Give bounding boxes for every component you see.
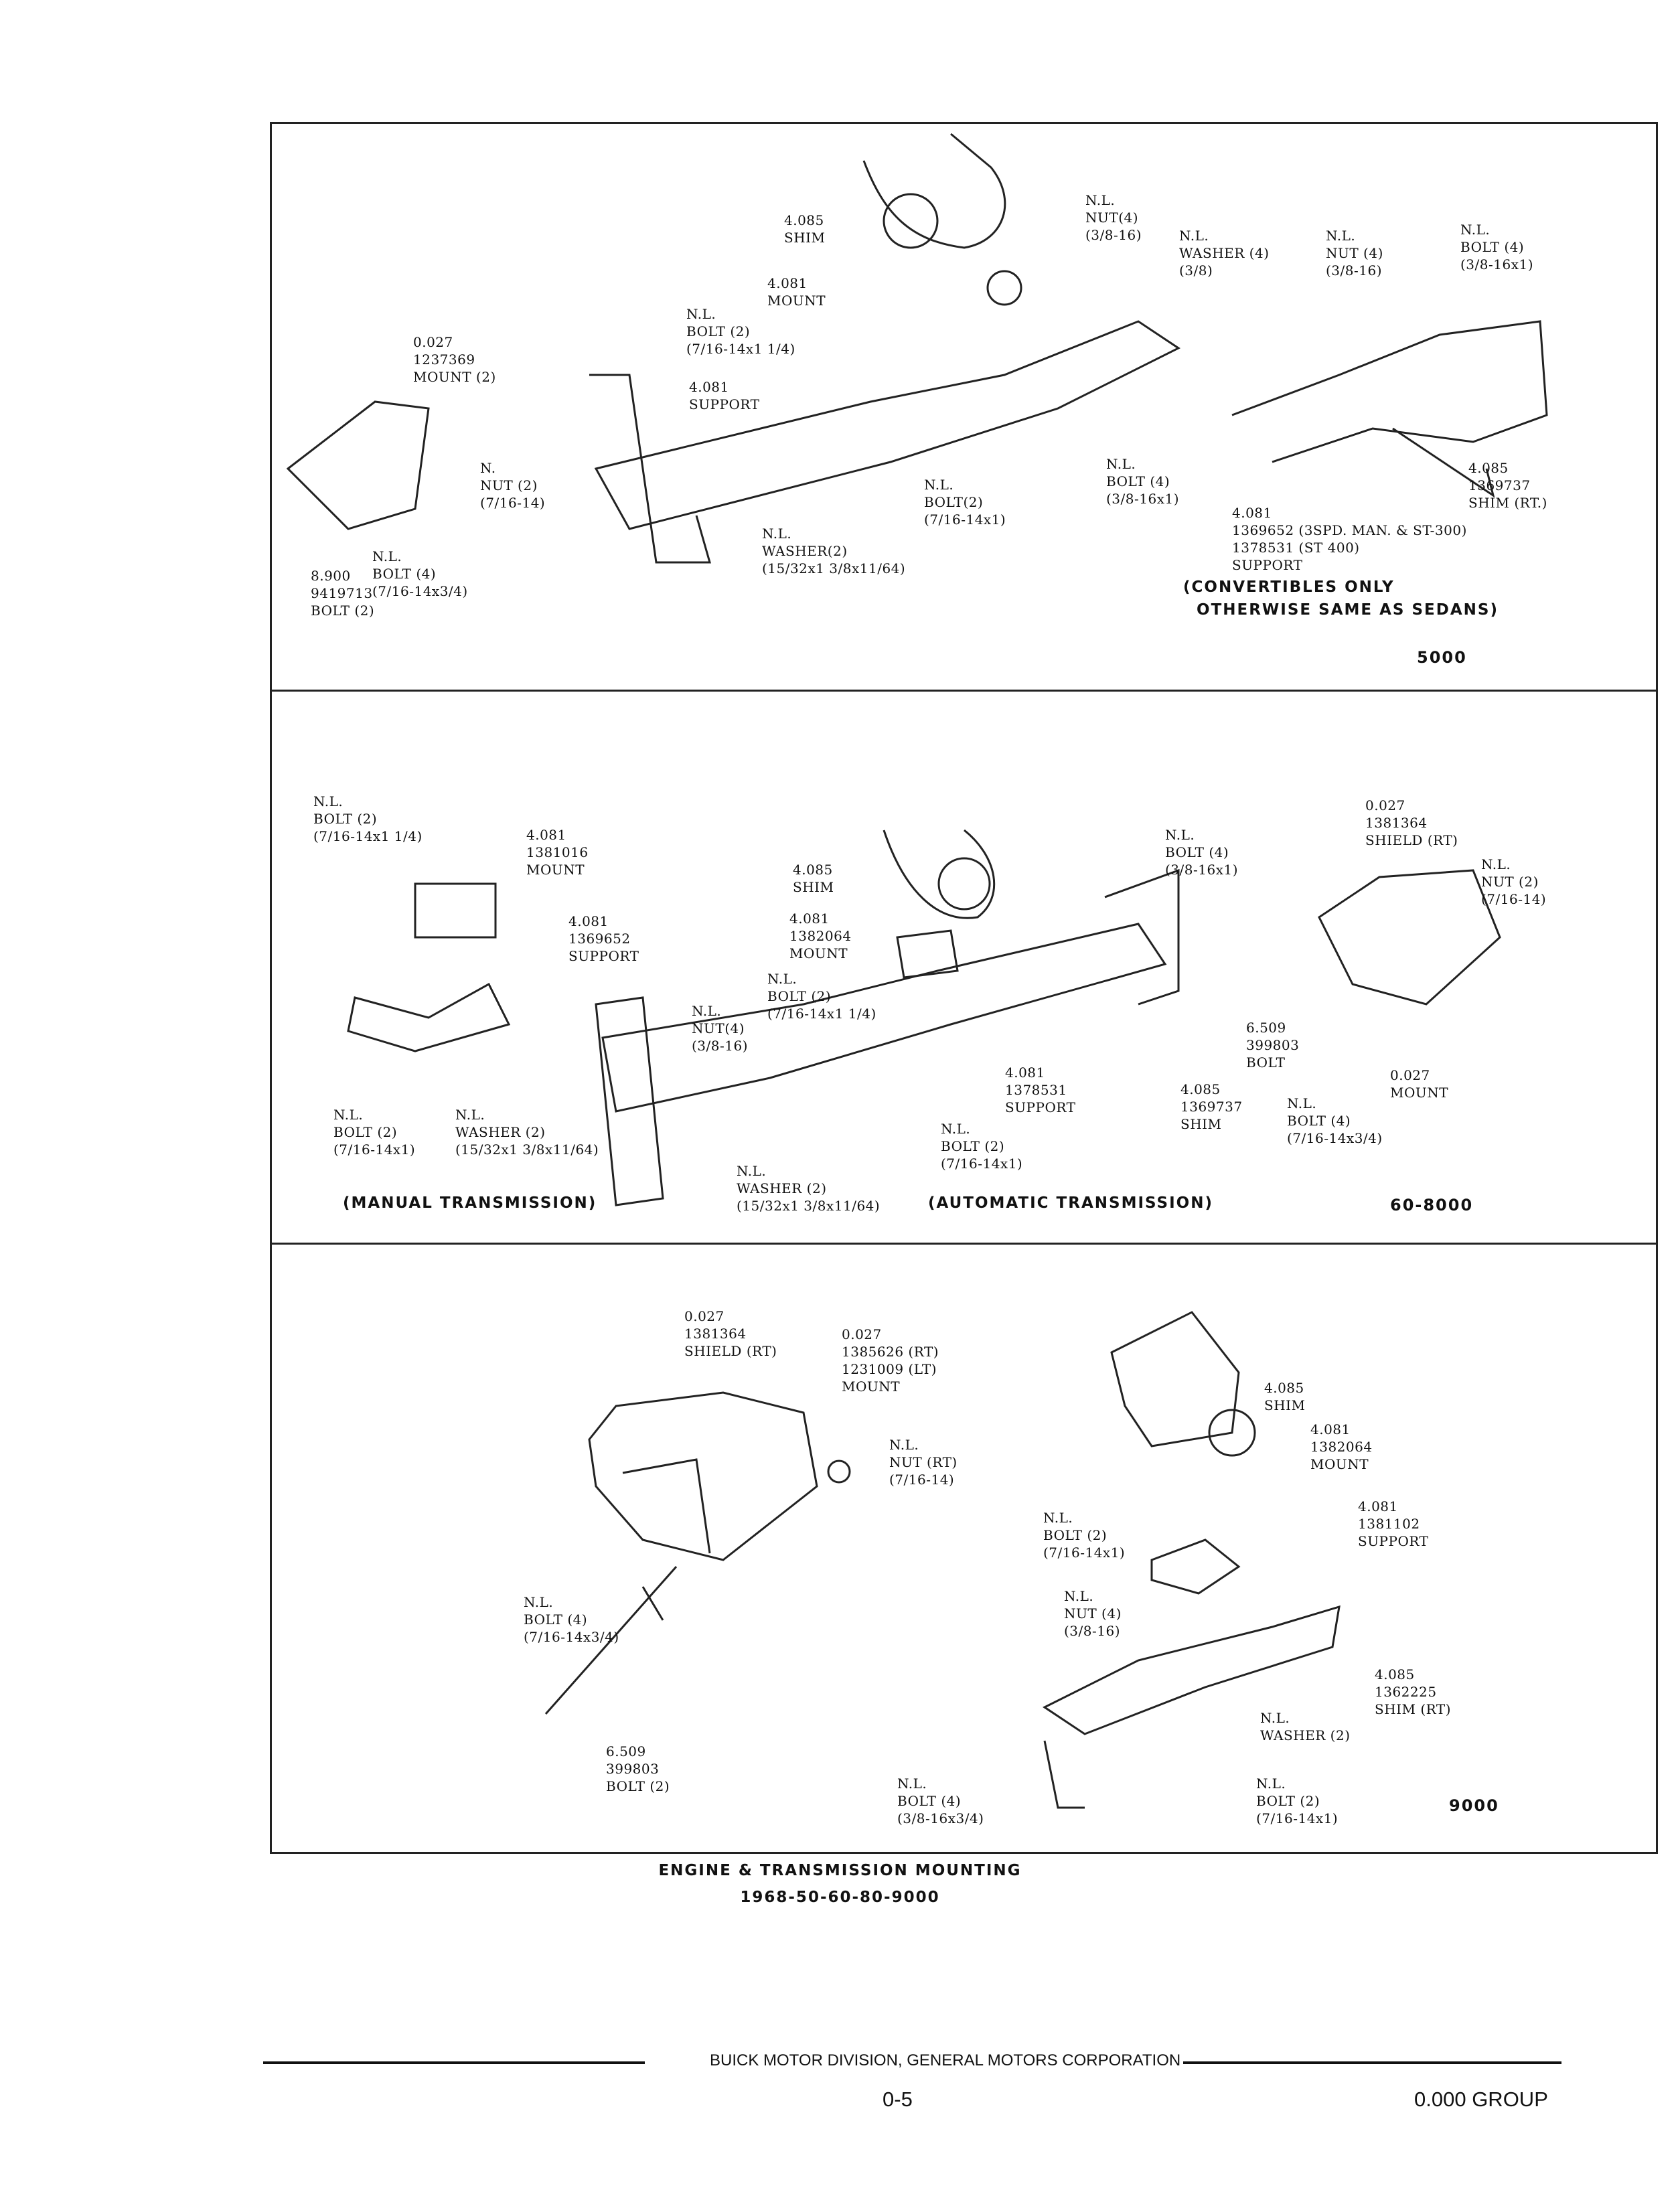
panel-9000-mount-drawing xyxy=(544,1311,1341,1809)
model-code-9000: 9000 xyxy=(1449,1796,1499,1815)
part-callout: N.L. BOLT (4) (7/16-14x3/4) xyxy=(524,1594,619,1645)
panel-divider xyxy=(270,690,1658,692)
part-callout: 6.509 399803 BOLT xyxy=(1246,1020,1300,1071)
part-callout: 4.081 MOUNT xyxy=(767,275,826,309)
footer-rule-left xyxy=(263,2061,645,2064)
part-callout: 6.509 399803 BOLT (2) xyxy=(606,1743,670,1794)
part-callout: 8.900 9419713 BOLT (2) xyxy=(311,568,375,619)
part-callout: N.L. WASHER (2) (15/32x1 3/8x11/64) xyxy=(455,1107,599,1158)
part-callout: N.L. BOLT (4) (7/16-14x3/4) xyxy=(372,548,468,599)
part-callout: N.L. BOLT (2) (7/16-14x1 1/4) xyxy=(767,971,876,1022)
part-callout: 0.027 MOUNT xyxy=(1390,1067,1449,1101)
part-callout: 4.085 1369737 SHIM xyxy=(1180,1081,1243,1132)
part-callout: 4.081 SUPPORT xyxy=(689,379,760,412)
part-callout: N.L. BOLT (2) (7/16-14x1) xyxy=(1256,1776,1339,1826)
page-number: 0-5 xyxy=(883,2088,913,2111)
part-callout: N.L. BOLT (4) (3/8-16x3/4) xyxy=(897,1776,984,1826)
group-number: 0.000 GROUP xyxy=(1414,2088,1548,2111)
part-callout: 4.085 SHIM xyxy=(784,212,826,246)
part-callout: N.L. BOLT (4) (3/8-16x1) xyxy=(1106,456,1180,507)
part-callout: 0.027 1237369 MOUNT (2) xyxy=(413,334,496,385)
part-callout: N.L. BOLT (4) (3/8-16x1) xyxy=(1460,222,1534,272)
footer-rule-right xyxy=(1183,2061,1561,2064)
part-callout: N.L. NUT(4) (3/8-16) xyxy=(692,1003,748,1054)
part-callout: N.L. NUT (RT) (7/16-14) xyxy=(889,1437,958,1488)
part-callout: 4.085 1362225 SHIM (RT) xyxy=(1375,1666,1452,1717)
part-callout: 4.081 1369652 (3SPD. MAN. & ST-300) 1378… xyxy=(1232,505,1467,573)
part-callout: N.L. BOLT (2) (7/16-14x1) xyxy=(1043,1510,1126,1561)
model-code-5000: 5000 xyxy=(1417,648,1467,667)
automatic-transmission-label: (AUTOMATIC TRANSMISSION) xyxy=(928,1194,1213,1212)
part-callout: N.L. BOLT (2) (7/16-14x1 1/4) xyxy=(313,793,423,844)
part-callout: 4.081 1381016 MOUNT xyxy=(526,827,589,878)
part-callout: N.L. BOLT (2) (7/16-14x1) xyxy=(941,1121,1023,1172)
figure-title: ENGINE & TRANSMISSION MOUNTING xyxy=(658,1862,1022,1879)
part-callout: 0.027 1381364 SHIELD (RT) xyxy=(1365,797,1458,848)
part-callout: N.L. BOLT (4) (7/16-14x3/4) xyxy=(1287,1095,1383,1146)
part-callout: N.L. NUT(4) (3/8-16) xyxy=(1085,192,1142,243)
part-callout: N.L. WASHER (4) (3/8) xyxy=(1179,228,1270,279)
model-code-60-8000: 60-8000 xyxy=(1390,1196,1474,1214)
part-callout: 0.027 1385626 (RT) 1231009 (LT) MOUNT xyxy=(842,1326,939,1395)
part-callout: N.L. NUT (4) (3/8-16) xyxy=(1326,228,1383,279)
part-callout: N.L. BOLT (2) (7/16-14x1) xyxy=(333,1107,416,1158)
convertibles-note: (CONVERTIBLES ONLY OTHERWISE SAME AS SED… xyxy=(1183,578,1499,619)
part-callout: 4.081 1382064 MOUNT xyxy=(1310,1421,1373,1472)
part-callout: N.L. BOLT (4) (3/8-16x1) xyxy=(1165,827,1239,878)
part-callout: 0.027 1381364 SHIELD (RT) xyxy=(684,1308,777,1359)
manual-transmission-label: (MANUAL TRANSMISSION) xyxy=(343,1194,597,1212)
part-callout: N.L. BOLT(2) (7/16-14x1) xyxy=(924,477,1006,528)
part-callout: 4.085 1369737 SHIM (RT.) xyxy=(1468,460,1547,511)
part-callout: N.L. BOLT (2) (7/16-14x1 1/4) xyxy=(686,306,795,357)
panel-60-8000-crossmember-drawing xyxy=(347,829,1501,1206)
panel-5000-crossmember-drawing xyxy=(286,133,1548,564)
panel-divider xyxy=(270,1243,1658,1245)
part-callout: 4.081 1378531 SUPPORT xyxy=(1005,1065,1076,1115)
part-callout: 4.085 SHIM xyxy=(1264,1380,1306,1413)
part-callout: N.L. NUT (4) (3/8-16) xyxy=(1064,1588,1122,1639)
part-callout: 4.081 1382064 MOUNT xyxy=(789,911,852,961)
publisher-line: BUICK MOTOR DIVISION, GENERAL MOTORS COR… xyxy=(710,2051,1181,2069)
part-callout: N. NUT (2) (7/16-14) xyxy=(480,460,546,511)
part-callout: N.L. WASHER (2) (15/32x1 3/8x11/64) xyxy=(737,1163,881,1214)
part-callout: 4.081 1381102 SUPPORT xyxy=(1358,1498,1429,1549)
part-callout: N.L. WASHER(2) (15/32x1 3/8x11/64) xyxy=(762,526,906,576)
part-callout: N.L. WASHER (2) xyxy=(1260,1710,1351,1743)
part-callout: N.L. NUT (2) (7/16-14) xyxy=(1481,856,1547,907)
diagram-frame xyxy=(270,122,1658,1854)
figure-subtitle: 1968-50-60-80-9000 xyxy=(740,1889,940,1906)
part-callout: 4.081 1369652 SUPPORT xyxy=(568,913,639,964)
part-callout: 4.085 SHIM xyxy=(793,862,834,895)
